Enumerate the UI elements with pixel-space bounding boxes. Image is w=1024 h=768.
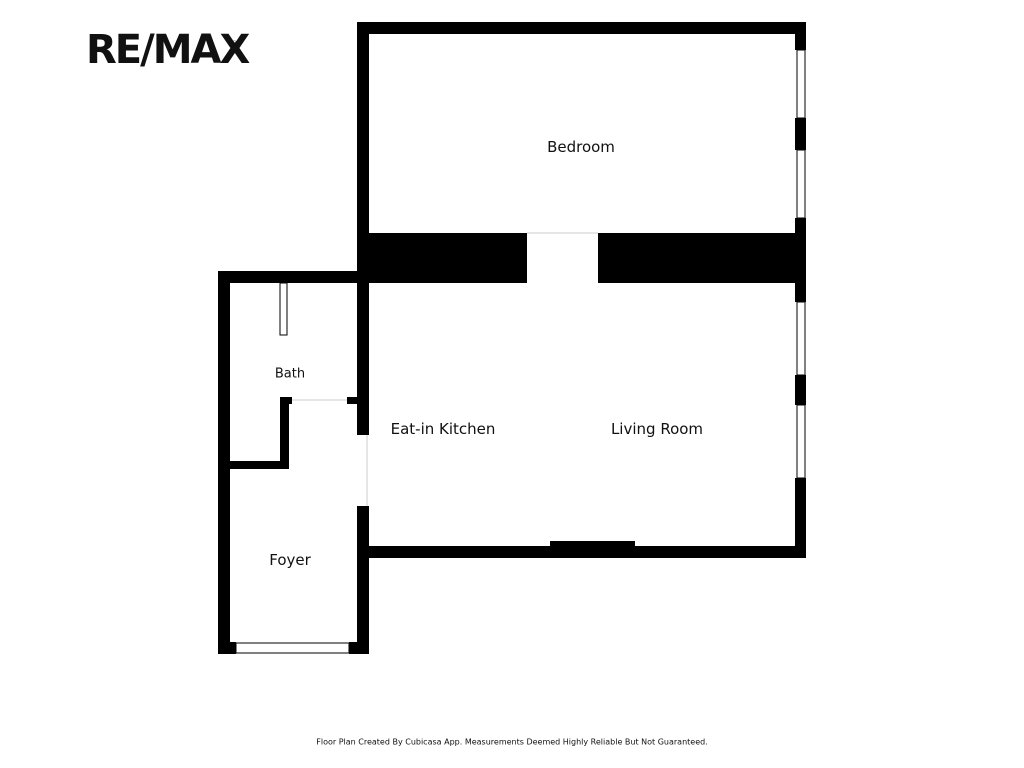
wall-divider-left (357, 233, 527, 283)
window-bedroom-1 (796, 49, 806, 119)
wall-bedroom-left (357, 22, 369, 284)
room-label-bedroom: Bedroom (547, 138, 615, 156)
wall-bath-top (218, 271, 369, 283)
logo-text: RE/MAX (86, 27, 250, 73)
room-label-bath: Bath (274, 366, 306, 382)
room-label-living-room: Living Room (610, 420, 704, 438)
registered-mark: ® (231, 40, 238, 48)
window-living-1 (796, 301, 806, 376)
wall-kitchen-left-upper (357, 283, 369, 435)
wall-foyer-bottom-right (349, 642, 369, 654)
bath-fixture (279, 282, 288, 336)
wall-living-right-mid (795, 375, 806, 405)
wall-bath-inner-vertical (280, 397, 289, 469)
room-label-foyer: Foyer (269, 551, 311, 569)
wall-bath-inner-top (280, 397, 292, 404)
wall-bath-bottom (218, 461, 288, 469)
room-label-kitchen: Eat-in Kitchen (390, 420, 496, 438)
window-bedroom-2 (796, 149, 806, 219)
wall-kitchen-left-lower (357, 506, 369, 654)
window-foyer (235, 642, 350, 654)
wall-living-bottom-thick (550, 541, 635, 549)
wall-living-right-lower (795, 478, 806, 558)
wall-bedroom-top (357, 22, 806, 34)
wall-divider-right (598, 233, 806, 283)
wall-bath-inner-top-right (347, 397, 359, 404)
footer-disclaimer: Floor Plan Created By Cubicasa App. Meas… (316, 737, 708, 747)
wall-living-bottom (357, 546, 806, 558)
window-living-2 (796, 404, 806, 479)
wall-foyer-bottom-left (218, 642, 236, 654)
wall-bedroom-right-mid (795, 118, 806, 150)
wall-bedroom-right-upper (795, 22, 806, 50)
remax-logo: RE/MAX (86, 27, 250, 73)
